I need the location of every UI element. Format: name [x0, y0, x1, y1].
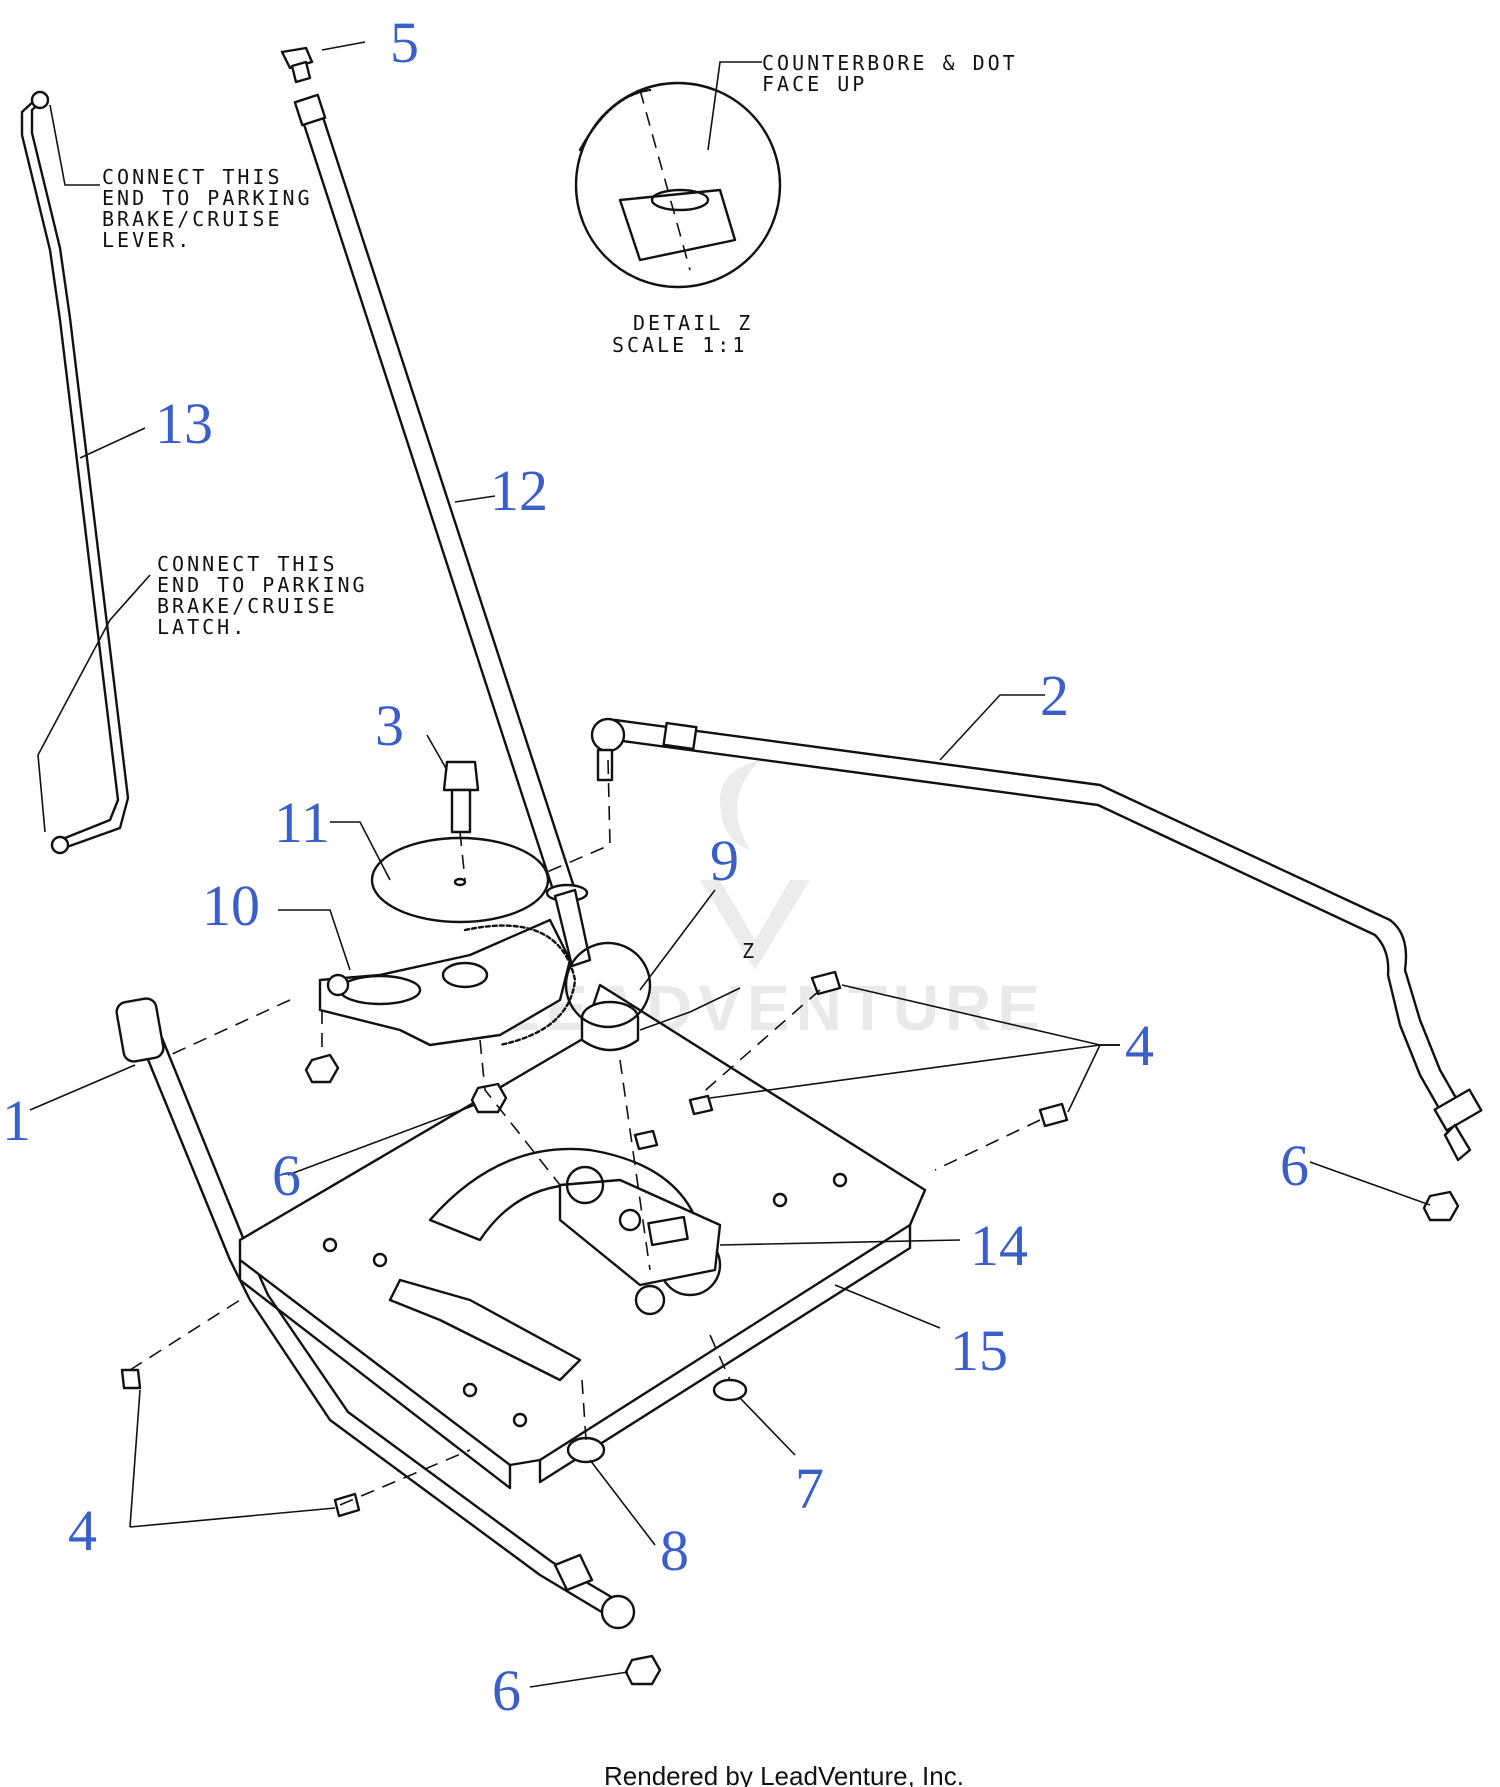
- assembly-lines: [129, 759, 1041, 1506]
- detail-note-line-2: FACE UP: [762, 72, 867, 96]
- steering-shaft: [293, 93, 592, 968]
- callout-13: 13: [155, 391, 213, 456]
- watermark: LEADVENTURE: [500, 760, 1040, 1044]
- callout-14: 14: [970, 1213, 1028, 1278]
- latch-note-line-3: BRAKE/CRUISE: [157, 594, 338, 618]
- callout-6-bottom: 6: [492, 1658, 521, 1723]
- callout-labels: 1 2 3 4 4 5 6 6 6 7 8 9 10 11 12 13 14 1…: [2, 10, 1309, 1723]
- latch-note-line-4: LATCH.: [157, 615, 247, 639]
- lever-note-line-3: BRAKE/CRUISE: [102, 207, 283, 231]
- lever-note-line-1: CONNECT THIS: [102, 165, 283, 189]
- detail-note-line-1: COUNTERBORE & DOT: [762, 51, 1018, 75]
- lever-note-line-4: LEVER.: [102, 228, 192, 252]
- sector-gear: [318, 918, 577, 1047]
- latch-note-line-2: END TO PARKING: [157, 573, 368, 597]
- footer-credit: Rendered by LeadVenture, Inc.: [604, 1761, 964, 1787]
- callout-4-left: 4: [68, 1498, 97, 1563]
- latch-note-line-1: CONNECT THIS: [157, 552, 338, 576]
- callout-12: 12: [490, 458, 548, 523]
- callout-3: 3: [375, 693, 404, 758]
- callout-11: 11: [274, 790, 330, 855]
- lever-end-note: CONNECT THIS END TO PARKING BRAKE/CRUISE…: [102, 165, 313, 252]
- callout-7: 7: [795, 1456, 824, 1521]
- pivot-bracket: [558, 1165, 722, 1287]
- drag-link-right: [590, 717, 1483, 1162]
- center-bolt: [442, 760, 480, 834]
- leader-lines: [29, 41, 1431, 1688]
- detail-ref-label: Z: [742, 939, 757, 963]
- callout-6-center: 6: [272, 1143, 301, 1208]
- callout-4-right: 4: [1125, 1013, 1154, 1078]
- shaft-bolt: [280, 46, 314, 84]
- parking-brake-rod: [20, 90, 130, 855]
- flange-bolts: [120, 970, 1069, 1518]
- detail-z-notes: COUNTERBORE & DOT FACE UP DETAIL Z SCALE…: [612, 51, 1018, 963]
- callout-1: 1: [2, 1088, 31, 1153]
- large-washer: [370, 836, 550, 924]
- hex-nuts: [304, 1053, 1460, 1686]
- callout-5: 5: [390, 10, 419, 75]
- callout-9: 9: [710, 828, 739, 893]
- callout-8: 8: [660, 1518, 689, 1583]
- detail-scale: SCALE 1:1: [612, 333, 747, 357]
- latch-end-note: CONNECT THIS END TO PARKING BRAKE/CRUISE…: [157, 552, 368, 639]
- callout-6-right: 6: [1280, 1133, 1309, 1198]
- callout-10: 10: [202, 873, 260, 938]
- callout-2: 2: [1040, 663, 1069, 728]
- pinion-gear: [564, 941, 652, 1052]
- lever-note-line-2: END TO PARKING: [102, 186, 313, 210]
- detail-title: DETAIL Z: [633, 311, 753, 335]
- callout-15: 15: [950, 1318, 1008, 1383]
- drag-link-left: [115, 997, 636, 1630]
- detail-z-view: [574, 81, 782, 289]
